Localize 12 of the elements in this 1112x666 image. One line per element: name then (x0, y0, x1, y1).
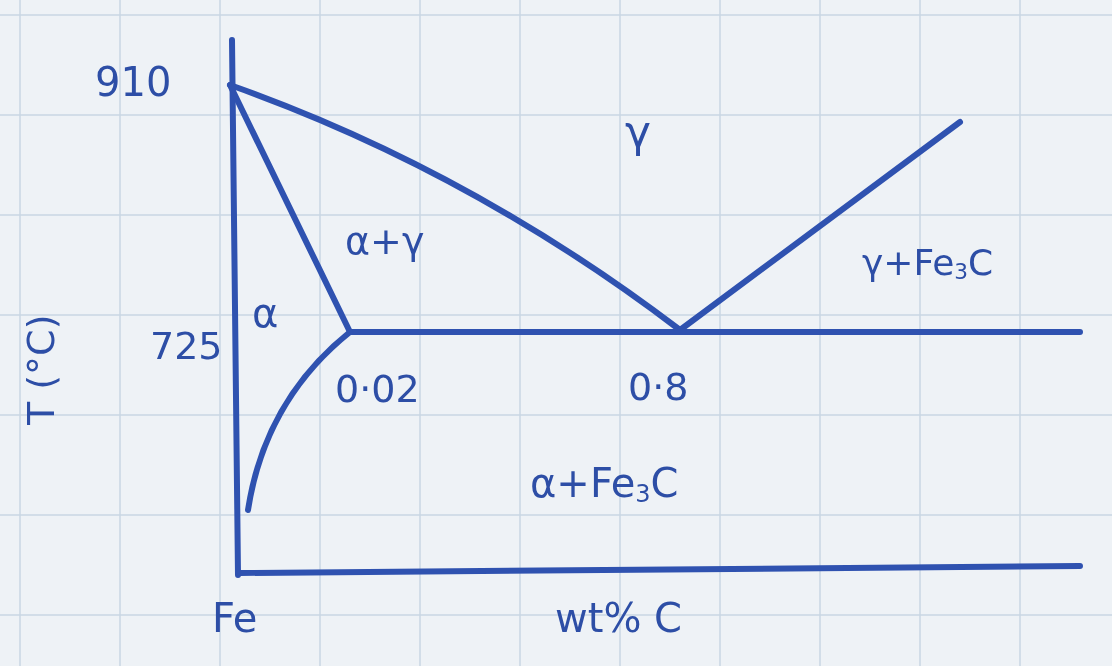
axis-label: α (252, 293, 279, 333)
axis-label: T (°C) (22, 314, 60, 425)
axis-label: γ+Fe$_{3}$C (862, 245, 994, 283)
axis-label: Fe (212, 598, 258, 638)
axis-label: γ (625, 110, 652, 154)
axis-label: α+γ (345, 222, 425, 260)
axis-label: α+Fe$_{3}$C (530, 463, 679, 506)
axis-label: wt% C (555, 598, 683, 638)
axis-label: 725 (150, 327, 223, 365)
axis-label: 0·8 (628, 368, 689, 406)
axis-label: 0·02 (335, 370, 420, 408)
axis-label: 910 (95, 62, 172, 102)
